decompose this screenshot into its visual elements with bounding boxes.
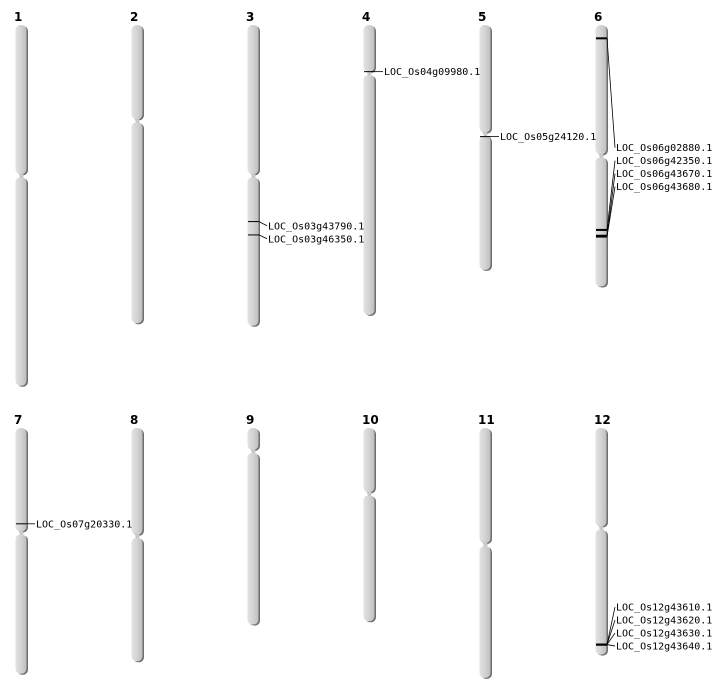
gene-leader-line (606, 186, 616, 237)
gene-marker: LOC_Os12g43640.1 (596, 642, 712, 653)
q-arm (595, 157, 607, 287)
q-arm (479, 546, 491, 678)
chromosome-5: 5 (478, 10, 492, 271)
p-arm (247, 25, 259, 175)
centromere (367, 491, 372, 497)
chromosome-label: 6 (594, 10, 602, 24)
chromosome-label: 4 (362, 10, 370, 24)
centromere (367, 71, 372, 76)
gene-leader-line (606, 606, 616, 645)
gene-label: LOC_Os06g43670.1 (616, 169, 712, 180)
p-arm (363, 428, 375, 493)
chromosome-9: 9 (246, 413, 260, 626)
p-arm (595, 428, 607, 527)
gene-leader-line (606, 644, 616, 647)
gene-label: LOC_Os06g02880.1 (616, 143, 712, 154)
q-arm (479, 135, 491, 270)
q-arm (131, 537, 143, 662)
gene-leader-line (606, 632, 616, 645)
q-arm (15, 534, 27, 674)
gene-marker: LOC_Os06g42350.1 (596, 156, 712, 231)
p-arm (479, 428, 491, 544)
chromosome-label: 10 (362, 413, 379, 427)
chromosome-label: 5 (478, 10, 486, 24)
chromosome-label: 8 (130, 413, 138, 427)
q-arm (131, 122, 143, 324)
p-arm (131, 25, 143, 120)
gene-label: LOC_Os12g43610.1 (616, 603, 712, 614)
centromere (135, 118, 140, 123)
q-arm (363, 74, 375, 315)
chromosome-1: 1 (14, 10, 28, 387)
chromosome-label: 12 (594, 413, 611, 427)
chromosome-11: 11 (478, 413, 495, 679)
gene-leader-line (606, 38, 616, 148)
gene-leader-line (606, 619, 616, 645)
q-arm (363, 495, 375, 622)
p-arm (363, 25, 375, 72)
gene-leader-line (258, 221, 268, 227)
chromosome-12: 12 (594, 413, 611, 656)
p-arm (479, 25, 491, 133)
q-arm (247, 452, 259, 625)
chromosome-4: 4 (362, 10, 376, 316)
chromosome-label: 2 (130, 10, 138, 24)
centromere (483, 131, 488, 137)
chromosome-label: 9 (246, 413, 254, 427)
q-arm (15, 177, 27, 386)
centromere (135, 534, 140, 539)
gene-label: LOC_Os03g46350.1 (268, 234, 364, 245)
chromosome-label: 7 (14, 413, 22, 427)
chromosome-2: 2 (130, 10, 144, 325)
gene-marker: LOC_Os05g24120.1 (480, 132, 596, 143)
gene-marker: LOC_Os06g43670.1 (596, 169, 712, 237)
chromosome-8: 8 (130, 413, 144, 663)
p-arm (131, 428, 143, 535)
q-arm (247, 177, 259, 326)
centromere (599, 525, 604, 531)
gene-marker: LOC_Os04g09980.1 (364, 67, 480, 78)
gene-label: LOC_Os04g09980.1 (384, 67, 480, 78)
p-arm (15, 428, 27, 532)
centromere (483, 542, 488, 547)
gene-leader-line (606, 173, 616, 236)
centromere (19, 530, 24, 536)
gene-label: LOC_Os06g43680.1 (616, 182, 712, 193)
gene-label: LOC_Os12g43620.1 (616, 616, 712, 627)
gene-marker: LOC_Os07g20330.1 (16, 519, 132, 530)
p-arm (15, 25, 27, 175)
gene-label: LOC_Os07g20330.1 (36, 519, 132, 530)
chromosome-7: 7 (14, 413, 28, 675)
gene-label: LOC_Os06g42350.1 (616, 156, 712, 167)
gene-marker: LOC_Os06g02880.1 (596, 37, 712, 154)
centromere (251, 173, 256, 178)
p-arm (247, 428, 259, 450)
chromosome-3: 3 (246, 10, 260, 327)
gene-label: LOC_Os12g43630.1 (616, 629, 712, 640)
gene-label: LOC_Os05g24120.1 (500, 132, 596, 143)
centromere (599, 153, 604, 158)
chromosome-label: 11 (478, 413, 495, 427)
centromere (251, 449, 256, 454)
chromosome-6: 6 (594, 10, 608, 288)
gene-marker: LOC_Os06g43680.1 (596, 182, 712, 238)
gene-marker: LOC_Os03g43790.1 (248, 221, 364, 232)
chromosome-label: 1 (14, 10, 22, 24)
chromosome-10: 10 (362, 413, 379, 623)
gene-label: LOC_Os12g43640.1 (616, 642, 712, 653)
gene-marker: LOC_Os03g46350.1 (248, 234, 364, 245)
chromosome-label: 3 (246, 10, 254, 24)
p-arm (595, 25, 607, 155)
q-arm (595, 529, 607, 655)
gene-leader-line (606, 160, 616, 230)
centromere (19, 173, 24, 178)
gene-label: LOC_Os03g43790.1 (268, 221, 364, 232)
gene-leader-line (258, 234, 268, 240)
